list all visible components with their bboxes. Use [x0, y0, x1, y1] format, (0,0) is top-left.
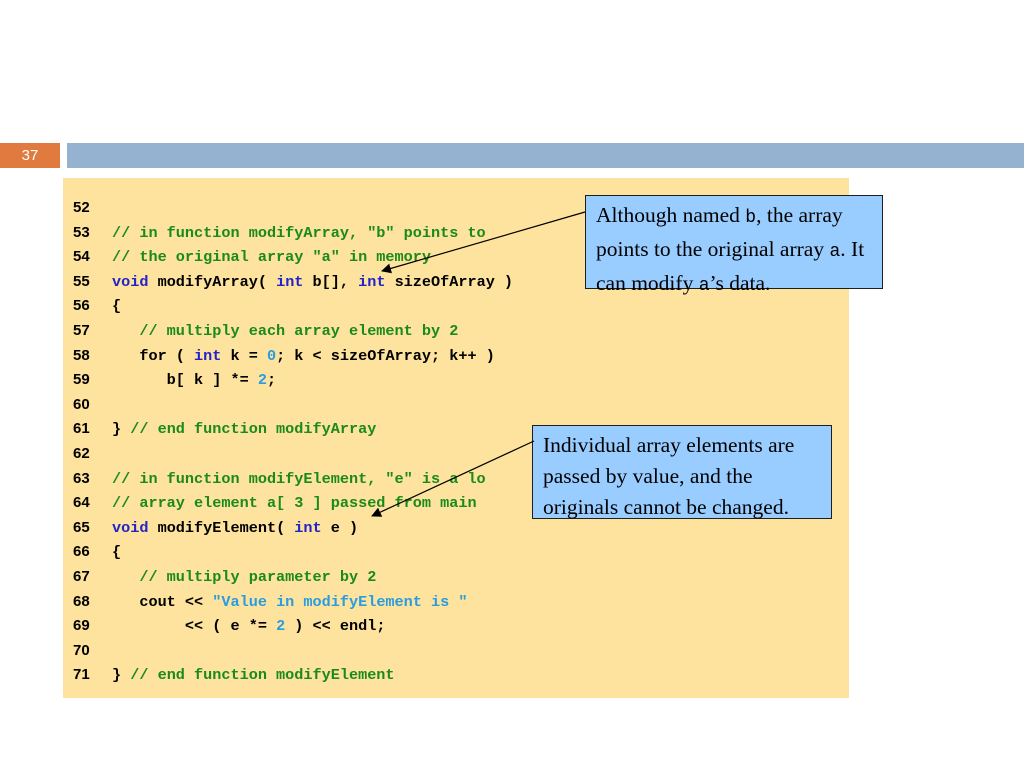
code-token: int [358, 272, 386, 291]
code-text: { [112, 294, 121, 318]
code-token: 2 [276, 617, 286, 636]
code-line: 55 void modifyArray( int b[], int sizeOfA… [63, 270, 849, 294]
code-token: b[], [303, 272, 359, 291]
line-number: 54 [73, 248, 90, 266]
code-token: { [112, 543, 122, 562]
line-number: 68 [73, 592, 90, 610]
code-line: 68 cout << "Value in modifyElement is " [63, 590, 849, 614]
code-token: void [112, 272, 149, 291]
line-number: 56 [73, 297, 90, 315]
code-token: } [112, 420, 131, 439]
code-line: 71} // end function modifyElement [63, 663, 849, 687]
code-token: 2 [257, 371, 267, 390]
callout-text: , the array points to the original array [596, 203, 843, 261]
code-token: // end function modifyArray [130, 420, 377, 439]
code-text: void modifyElement( int e ) [112, 516, 358, 540]
code-text: // multiply each array element by 2 [112, 319, 458, 343]
callout-text: . It can modify [596, 237, 865, 295]
code-token: // in function modifyElement, "e" is a l… [112, 469, 486, 488]
line-number: 53 [73, 223, 90, 241]
code-text: // in function modifyElement, "e" is a l… [112, 467, 486, 491]
code-token: // multiply each array element by 2 [112, 322, 459, 340]
callout-text: Although named [596, 203, 746, 227]
line-number: 61 [73, 420, 90, 438]
code-token: // end function modifyElement [130, 666, 395, 685]
code-token: 0 [266, 346, 277, 365]
code-token: int [194, 346, 222, 365]
code-token: ) << endl; [285, 617, 386, 636]
code-token: for ( [112, 346, 195, 365]
code-line: 65 void modifyElement( int e ) [63, 516, 849, 540]
code-token: cout << [112, 592, 213, 611]
callout-code-token: b [745, 208, 757, 228]
code-line: 66 { [63, 540, 849, 564]
line-number: 59 [73, 371, 90, 389]
line-number: 58 [73, 346, 90, 364]
code-text: b[ k ] *= 2; [112, 368, 276, 392]
code-token: modifyElement( [148, 518, 295, 537]
line-number: 64 [73, 494, 90, 512]
code-line: 62 [63, 442, 849, 466]
code-token: // array element a[ 3 ] passed from main [112, 494, 477, 513]
code-token: "Value in modifyElement is " [212, 592, 468, 611]
line-number: 52 [73, 199, 90, 216]
code-text: // array element a[ 3 ] passed from main [112, 491, 477, 515]
code-line: 58 for ( int k = 0; k < sizeOfArray; k++… [63, 344, 849, 368]
code-token: { [112, 297, 122, 316]
line-number: 67 [73, 568, 90, 585]
code-token: k = [221, 346, 267, 365]
callout-code-token: a [829, 242, 841, 262]
code-token: // multiply parameter by 2 [112, 568, 377, 586]
code-line: 61} // end function modifyArray [63, 417, 849, 441]
code-text: for ( int k = 0; k < sizeOfArray; k++ ) [112, 344, 495, 368]
line-number: 57 [73, 322, 90, 339]
code-text: // multiply parameter by 2 [112, 565, 376, 589]
line-number: 66 [73, 543, 90, 561]
code-text: } // end function modifyArray [112, 417, 376, 441]
code-token: ; k < sizeOfArray; k++ ) [276, 346, 495, 365]
code-line: 70 [63, 639, 849, 663]
code-token: void [112, 518, 149, 537]
callout-text: ’s data. [709, 271, 771, 295]
code-text: // in function modifyArray, "b" points t… [112, 221, 486, 245]
line-number: 70 [73, 641, 90, 659]
code-token: sizeOfArray ) [385, 272, 514, 291]
code-token: b[ k ] *= [112, 371, 258, 390]
code-line: 69 << ( e *= 2 ) << endl; [63, 614, 849, 638]
slide-number: 37 [0, 143, 60, 168]
line-number: 55 [73, 272, 90, 290]
line-number: 63 [73, 469, 90, 487]
code-token: int [276, 272, 304, 291]
line-number: 69 [73, 617, 90, 635]
code-token: // the original array "a" in memory [112, 248, 431, 267]
code-token: // in function modifyArray, "b" points t… [112, 223, 486, 242]
callout-pass-by-value-text: Individual array elements are passed by … [543, 433, 795, 519]
code-line: 57 // multiply each array element by 2 [63, 319, 849, 343]
code-token: int [294, 518, 322, 537]
code-text: << ( e *= 2 ) << endl; [112, 614, 386, 638]
code-token: << ( e *= [112, 617, 277, 636]
code-line: 59 b[ k ] *= 2; [63, 368, 849, 392]
code-line: 52 [63, 196, 849, 220]
code-text: cout << "Value in modifyElement is " [112, 590, 467, 614]
code-token: } [112, 666, 131, 685]
line-number: 62 [73, 445, 90, 462]
code-token: e ) [321, 518, 359, 537]
title-bar [67, 143, 1024, 168]
code-line: 60 [63, 393, 849, 417]
line-number: 60 [73, 395, 90, 413]
line-number: 65 [73, 518, 90, 536]
callout-code-token: a [698, 276, 710, 296]
line-number: 71 [73, 666, 90, 684]
code-text: void modifyArray( int b[], int sizeOfArr… [112, 270, 513, 294]
code-token: modifyArray( [148, 272, 277, 291]
code-text: { [112, 540, 121, 564]
callout-pass-by-value: Individual array elements are passed by … [532, 425, 832, 519]
code-token: ; [266, 371, 277, 390]
code-text: // the original array "a" in memory [112, 245, 431, 269]
code-text: } // end function modifyElement [112, 663, 395, 687]
code-line: 67 // multiply parameter by 2 [63, 565, 849, 589]
code-line: 56 { [63, 294, 849, 318]
callout-array-pointer: Although named b, the array points to th… [585, 195, 883, 296]
